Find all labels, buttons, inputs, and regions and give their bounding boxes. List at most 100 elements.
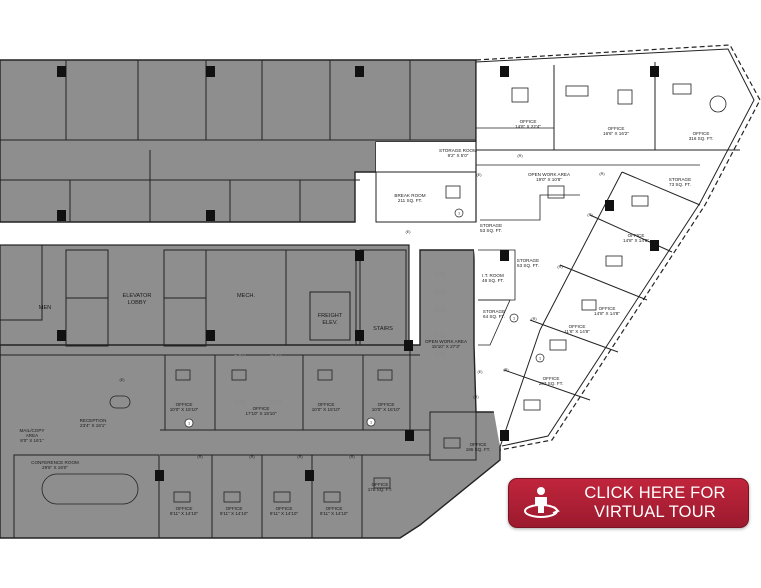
room-size-office-4: 14'8" X 14'8" <box>623 238 649 243</box>
workstation-label: 6X8 <box>234 353 246 360</box>
room-name-office-4: OFFICE <box>628 233 645 238</box>
room-size-office-15: 9'11" X 14'10" <box>270 511 299 516</box>
room-name-storage-53a: STORAGE <box>480 223 502 228</box>
room-name-office-5: OFFICE <box>599 306 616 311</box>
room-size-office-10: 10'0" X 15'10" <box>312 407 341 412</box>
marker-number: 1 <box>370 421 372 425</box>
room-name-office-15: OFFICE <box>276 506 293 511</box>
room-size-office-16: 9'11" X 14'10" <box>320 511 349 516</box>
room-size-office-14: 9'11" X 14'10" <box>220 511 249 516</box>
room-size-conference: 29'6" X 16'0" <box>42 465 68 470</box>
room-size-office-2: 16'6" X 16'2" <box>603 131 629 136</box>
room-name-open-work-top: OPEN WORK AREA <box>528 172 571 177</box>
room-size-office-1: 14'6" X 22'4" <box>515 124 541 129</box>
room-size-office-9: 17'10" X 15'10" <box>245 411 276 416</box>
marker-number: 1 <box>539 357 541 361</box>
room-name-mech: MECH. <box>237 293 255 299</box>
room-name-open-work-mid: OPEN WORK AREA <box>425 339 468 344</box>
room-name-office-10: OFFICE <box>318 402 335 407</box>
room-size-storage-top: 9'2" X 5'0" <box>448 153 469 158</box>
room-name-office-16: OFFICE <box>326 506 343 511</box>
room-name-office-6: OFFICE <box>569 324 586 329</box>
room-name-reception: RECEPTION <box>80 418 107 423</box>
room-size-office-3: 316 SQ. FT. <box>689 136 714 141</box>
relocated-tag: (R) <box>517 154 523 158</box>
existing-tag: (E) <box>119 378 125 382</box>
room-size-office-8: 10'0" X 15'10" <box>170 407 199 412</box>
existing-tag: (E) <box>476 173 482 177</box>
workstation-label: 6X8 <box>234 399 246 406</box>
structural-columns <box>57 66 659 481</box>
room-name-storage-64: STORAGE <box>483 309 505 314</box>
room-size-office-17: 178 SQ. FT. <box>368 487 393 492</box>
workstation-label: 6X8 <box>434 289 446 296</box>
workstation-label: 6X8 <box>434 271 446 278</box>
room-size-office-11: 10'0" X 15'10" <box>372 407 401 412</box>
room-size-mail-copy: 8'0" X 16'1" <box>20 438 44 443</box>
room-name-office-13: OFFICE <box>176 506 193 511</box>
marker-number: 1 <box>458 212 460 216</box>
room-size-storage-53b: 53 SQ. FT. <box>517 263 539 268</box>
existing-tag: (E) <box>405 230 411 234</box>
room-name-office-9: OFFICE <box>253 406 270 411</box>
room-name-office-14: OFFICE <box>226 506 243 511</box>
room-name-office-1: OFFICE <box>520 119 537 124</box>
virtual-tour-line-2: VIRTUAL TOUR <box>594 503 716 521</box>
relocated-tag: (R) <box>557 265 563 269</box>
available-suite-outline <box>375 44 761 451</box>
room-name-break-room: BREAK ROOM <box>394 193 425 198</box>
room-labels: OFFICE 14'6" X 22'4" OFFICE 16'6" X 16'2… <box>19 119 713 516</box>
room-name-stairs: STAIRS <box>373 326 393 332</box>
room-name-office-8: OFFICE <box>176 402 193 407</box>
workstation-label: 6X8 <box>270 399 282 406</box>
room-name-storage-53b: STORAGE <box>517 258 539 263</box>
workstation-label: 6X8 <box>270 353 282 360</box>
workstation-label: 6X8 <box>434 307 446 314</box>
numbered-markers: 1 1 1 1 1 <box>184 208 545 428</box>
shaded-existing-area <box>0 59 501 539</box>
furniture <box>41 83 727 505</box>
relocated-tag: (R) <box>473 395 479 399</box>
room-name-office-11: OFFICE <box>378 402 395 407</box>
room-name-men: MEN <box>39 305 51 311</box>
workstation-labels: 6X8 6X8 6X8 6X8 6X8 6X8 6X8 6X8 6X8 <box>234 271 446 406</box>
room-size-it-room: 48 SQ. FT. <box>482 278 504 283</box>
virtual-tour-button[interactable]: CLICK HERE FOR VIRTUAL TOUR <box>508 478 749 528</box>
room-size-storage-53a: 53 SQ. FT. <box>480 228 502 233</box>
marker-number: 1 <box>188 422 190 426</box>
room-size-open-work-top: 19'0" X 10'8" <box>536 177 562 182</box>
room-size-storage-73: 73 SQ. FT. <box>669 182 691 187</box>
relocated-tag: (R) <box>531 317 537 321</box>
room-size-break-room: 211 SQ. FT. <box>398 198 422 203</box>
room-size-storage-64: 64 SQ. FT. <box>483 314 505 319</box>
relocated-tag: (R) <box>197 455 203 459</box>
room-name-office-3: OFFICE <box>693 131 710 136</box>
room-size-office-13: 9'11" X 14'10" <box>170 511 199 516</box>
relocated-tag: (R) <box>249 455 255 459</box>
virtual-tour-line-1: CLICK HERE FOR <box>584 484 726 502</box>
room-name-it-room: I.T. ROOM <box>482 273 504 278</box>
relocated-tag: (R) <box>349 455 355 459</box>
existing-tag: (E) <box>477 370 483 374</box>
relocated-tag: (R) <box>297 455 303 459</box>
room-size-office-6: 11'6" X 14'8" <box>564 329 590 334</box>
room-size-office-5: 14'8" X 14'8" <box>594 311 620 316</box>
office-wall-lines <box>0 60 477 539</box>
room-name-office-17: OFFICE <box>372 482 389 487</box>
workstation-label: 6X8 <box>434 333 446 340</box>
room-name-storage-73: STORAGE <box>669 177 691 182</box>
relocated-tag: (R) <box>599 172 605 176</box>
condition-tags: (E) (E) (E) (E) (R) (R) (R) (R) (R) (R) … <box>119 154 605 459</box>
room-name-office-12: OFFICE <box>470 442 487 447</box>
room-size-office-7: 203 SQ. FT. <box>539 381 564 386</box>
person-360-vr-icon <box>524 487 560 518</box>
relocated-tag: (R) <box>587 213 593 217</box>
relocated-tag: (R) <box>503 368 509 372</box>
room-name-conference: CONFERENCE ROOM <box>31 460 79 465</box>
room-size-open-work-mid: 15'10" X 27'3" <box>432 344 461 349</box>
